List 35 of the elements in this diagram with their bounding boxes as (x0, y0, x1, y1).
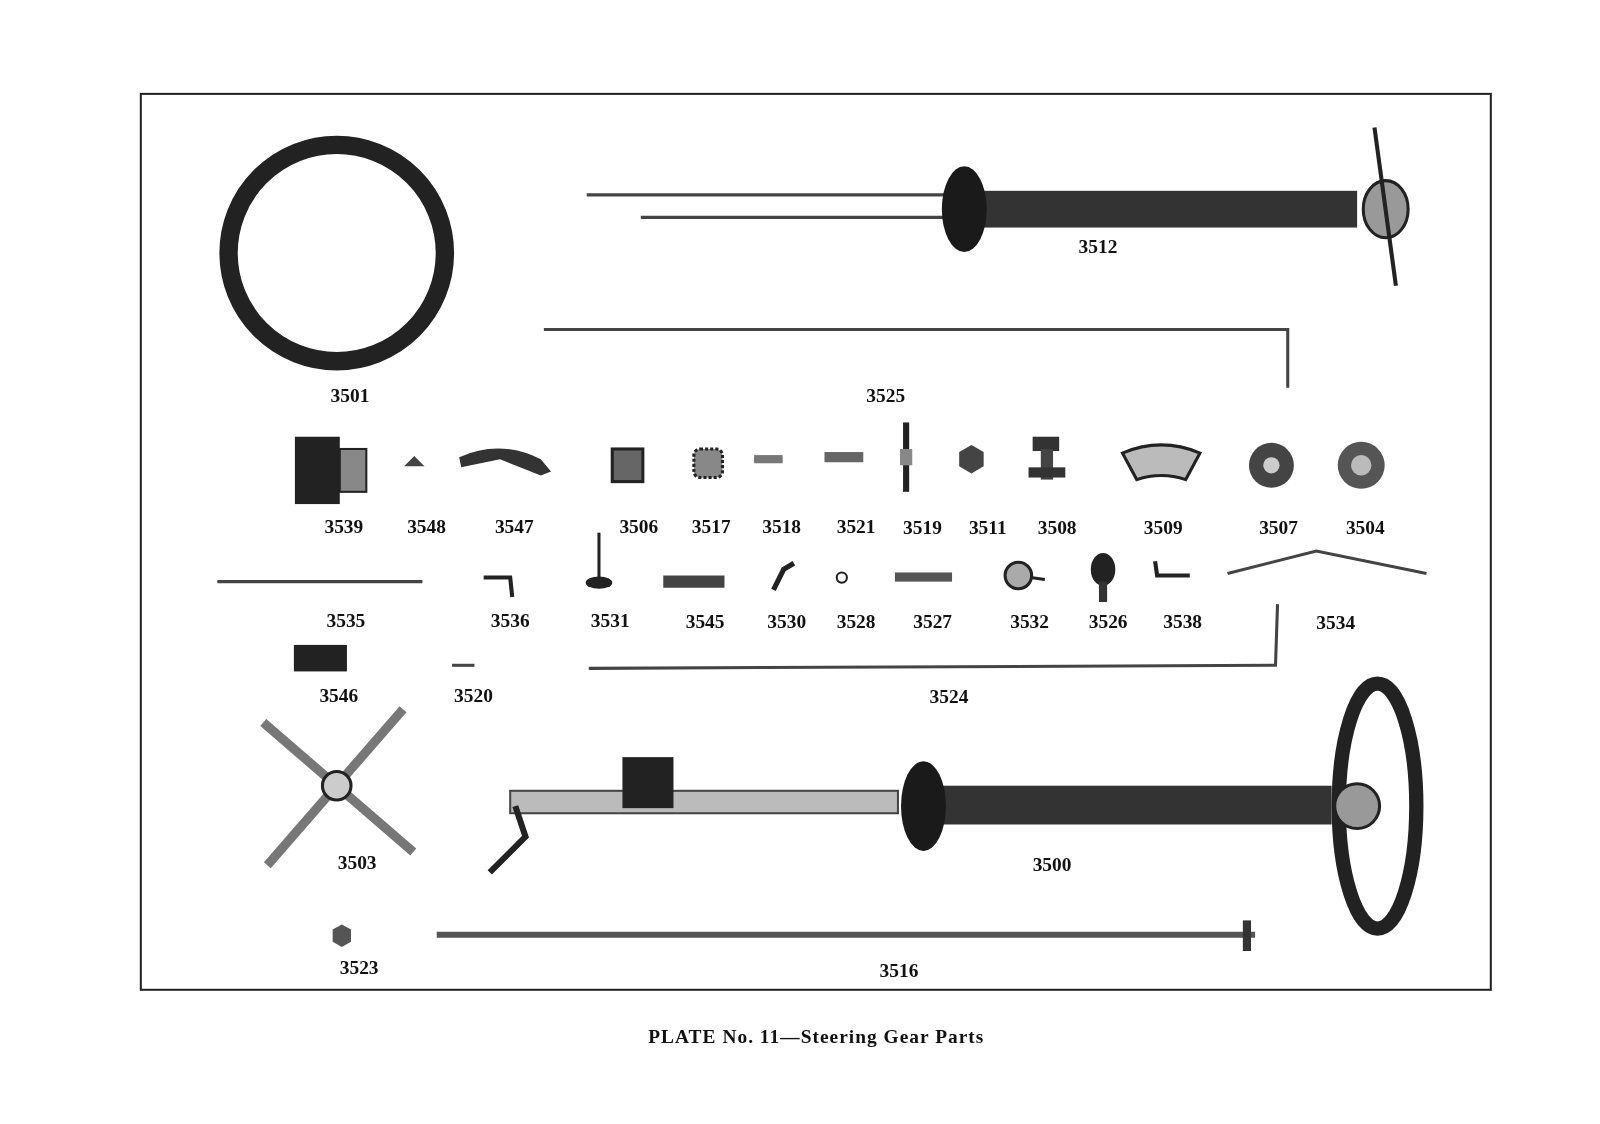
part-number: 3506 (619, 515, 659, 538)
part-number: 3531 (590, 609, 630, 632)
part-number: 3538 (1163, 610, 1203, 633)
part-number: 3539 (324, 515, 364, 538)
part-number: 3503 (337, 852, 377, 875)
part-number: 3527 (913, 610, 953, 633)
part-number: 3500 (1032, 854, 1072, 877)
part-number: 3524 (929, 685, 969, 709)
part-number: 3501 (330, 384, 370, 408)
plate-caption: PLATE No. 11—Steering Gear Parts (648, 1025, 985, 1048)
part-number: 3547 (494, 515, 534, 538)
part-number: 3511 (968, 516, 1007, 539)
part-number: 3535 (326, 609, 366, 632)
part-number: 3508 (1037, 516, 1077, 539)
part-number: 3523 (339, 957, 379, 980)
part-number: 3520 (454, 684, 493, 708)
part-number: 3507 (1259, 516, 1298, 539)
part-number: 3532 (1010, 610, 1049, 633)
part-number: 3528 (836, 610, 876, 633)
part-number: 3512 (1078, 235, 1118, 259)
part-number: 3504 (1345, 516, 1385, 539)
part-number: 3517 (691, 515, 731, 538)
part-number: 3548 (407, 515, 446, 538)
part-number: 3545 (685, 610, 725, 633)
part-number: 3530 (767, 610, 807, 633)
part-number: 3536 (490, 609, 530, 632)
part-number: 3509 (1143, 516, 1183, 539)
part-number: 3525 (866, 384, 906, 408)
part-number: 3546 (319, 684, 359, 708)
part-number: 3518 (762, 515, 801, 538)
part-number: 3519 (903, 516, 942, 539)
part-number: 3534 (1316, 611, 1356, 634)
part-number: 3516 (879, 959, 919, 982)
part-number: 3521 (836, 515, 876, 538)
part-number: 3526 (1088, 610, 1128, 633)
